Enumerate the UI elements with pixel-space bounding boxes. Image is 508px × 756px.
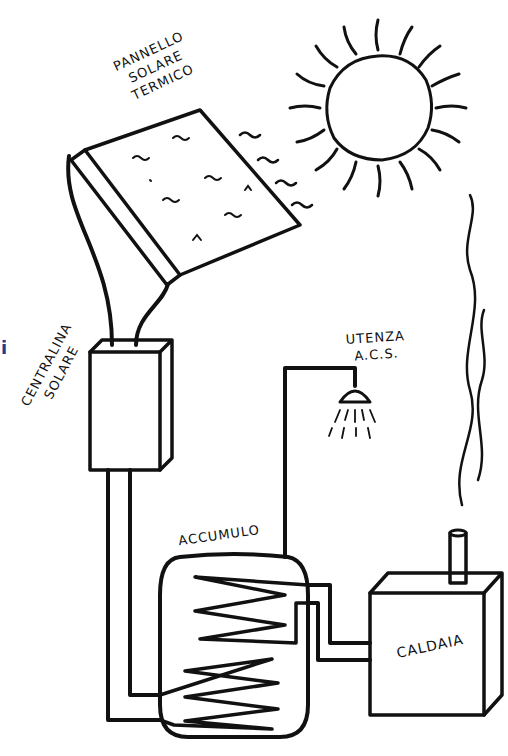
pipe-connector [108,470,160,720]
control-unit-box-outline [90,340,172,470]
stray-letter: i [1,336,8,359]
panel-label: PANNELLO SOLARE TERMICO [95,21,218,114]
tank-label: ACCUMULO [177,517,298,550]
pipe-connector [285,368,355,557]
smoke-lines [459,195,484,505]
boiler-box: CALDAIA [370,565,502,715]
solar-panel: PANNELLO SOLARE TERMICO [55,40,310,290]
outlet-label: UTENZA A.C.S. [325,327,427,368]
storage-tank: ACCUMULO [160,555,308,737]
sun-symbol [290,20,466,196]
storage-tank-outline [160,555,308,737]
pipe-connector [308,585,370,660]
control-unit-label: CENTRALINA SOLARE [15,315,94,424]
pipe-connector [68,156,168,345]
control-unit-box: CENTRALINA SOLARE [90,340,172,470]
shower-outlet: UTENZA A.C.S. [318,330,418,440]
